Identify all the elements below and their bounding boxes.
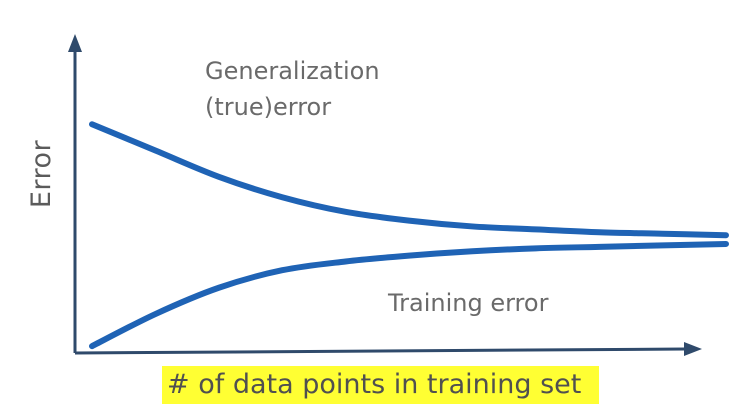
annotations: Generalization (true)error Training erro… [205, 57, 549, 317]
generalization-error-line [89, 121, 729, 239]
labels: Error # of data points in training set [26, 139, 599, 404]
x-axis-label: # of data points in training set [167, 369, 581, 400]
training-error-label: Training error [387, 289, 549, 317]
x-axis-label-highlight [162, 366, 599, 404]
axes [68, 34, 702, 356]
x-axis-arrow-icon [684, 342, 702, 356]
generalization-error-label: Generalization [205, 57, 380, 85]
generalization-error-label-line-2: (true)error [205, 93, 331, 121]
x-axis [74, 347, 686, 355]
training-error-line [89, 240, 729, 350]
series-layer [89, 121, 729, 350]
y-axis-arrow-icon [68, 34, 82, 52]
y-axis-label: Error [26, 139, 57, 208]
